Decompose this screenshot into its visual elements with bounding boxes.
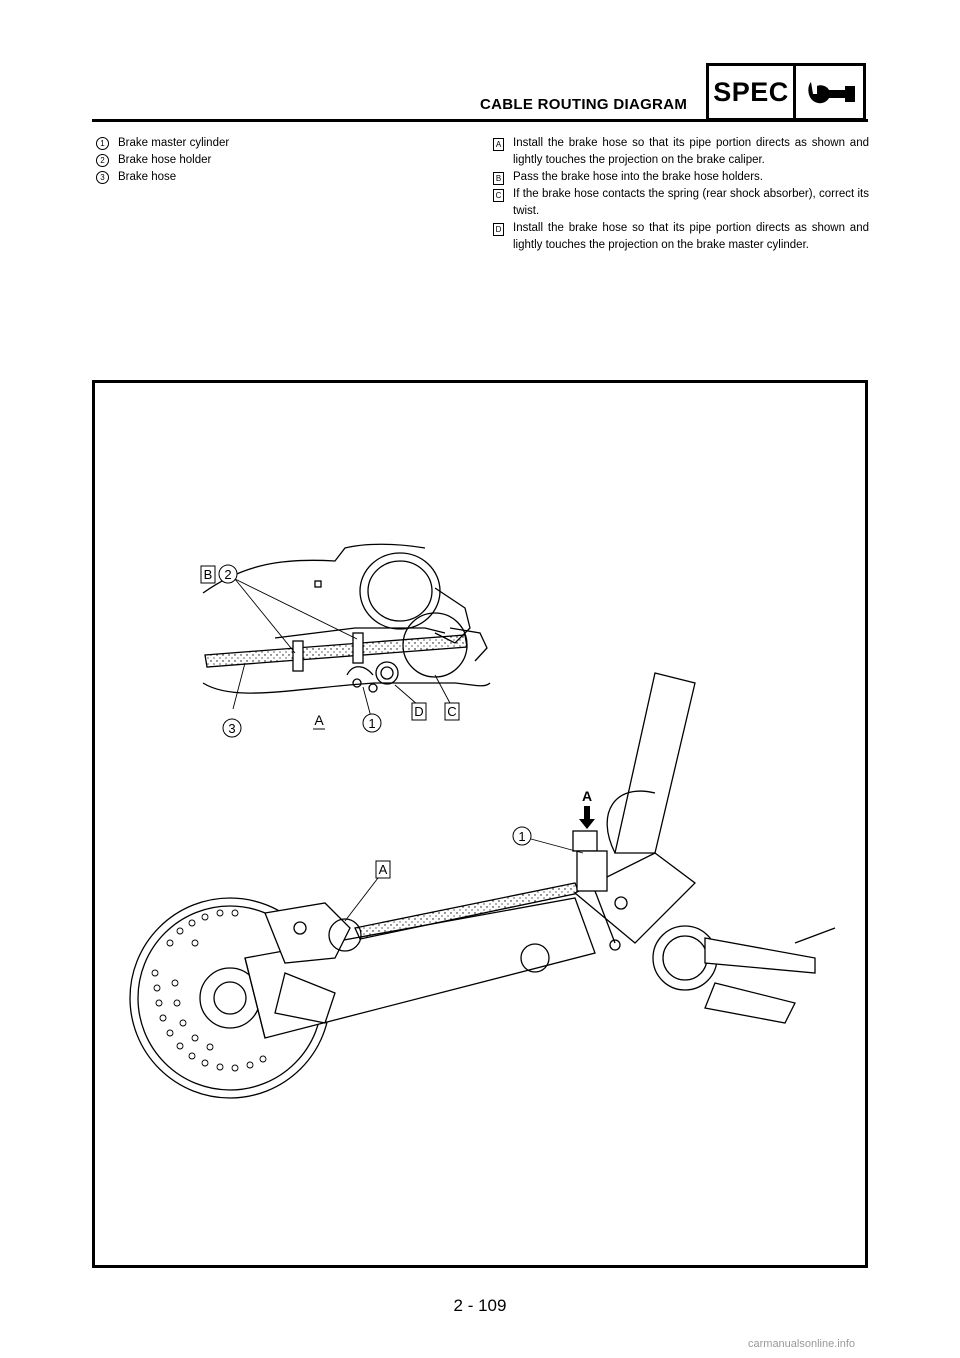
note-item: D Install the brake hose so that its pip… <box>493 220 869 254</box>
callout-b-box: B <box>204 567 213 582</box>
callout-1-main: 1 <box>518 829 525 844</box>
parts-legend: 1 Brake master cylinder 2 Brake hose hol… <box>96 135 229 186</box>
legend-item: 1 Brake master cylinder <box>96 135 229 152</box>
view-arrow-a: A <box>579 788 595 829</box>
header-rule <box>92 119 868 122</box>
routing-figure: B 2 3 A 1 D C <box>92 380 868 1268</box>
callout-3: 3 <box>228 721 235 736</box>
note-text: If the brake hose contacts the spring (r… <box>513 188 869 217</box>
main-leader-lines <box>344 838 584 922</box>
spec-label: SPEC <box>709 66 796 118</box>
main-callouts: 1 A <box>375 826 532 879</box>
legend-item: 2 Brake hose holder <box>96 152 229 169</box>
legend-item: 3 Brake hose <box>96 169 229 186</box>
note-key: D <box>493 223 504 236</box>
installation-notes: A Install the brake hose so that its pip… <box>493 135 869 254</box>
legend-label: Brake hose <box>118 171 177 183</box>
note-text: Pass the brake hose into the brake hose … <box>513 171 763 183</box>
callout-c-box: C <box>447 704 456 719</box>
section-title: CABLE ROUTING DIAGRAM <box>480 96 688 113</box>
page-number: 2 - 109 <box>453 1296 507 1315</box>
brake-hose-routing-illustration: B 2 3 A 1 D C <box>129 543 836 1099</box>
detail-callouts: B 2 3 A 1 D C <box>200 564 460 738</box>
note-item: C If the brake hose contacts the spring … <box>493 186 869 220</box>
note-key: A <box>493 138 504 151</box>
callout-a-box: A <box>379 862 388 877</box>
view-a-label: A <box>314 712 324 728</box>
note-key: B <box>493 172 504 185</box>
callout-2: 2 <box>224 567 231 582</box>
callout-number: 2 <box>96 154 109 167</box>
main-view <box>129 672 836 1099</box>
note-key: C <box>493 189 504 202</box>
legend-label: Brake hose holder <box>118 154 212 166</box>
spec-box: SPEC <box>706 63 866 121</box>
callout-1-detail: 1 <box>368 716 375 731</box>
note-text: Install the brake hose so that its pipe … <box>513 137 869 166</box>
wrench-icon <box>808 82 855 104</box>
legend-label: Brake master cylinder <box>118 137 230 149</box>
disc-holes <box>151 909 267 1072</box>
callout-number: 1 <box>96 137 109 150</box>
callout-d-box: D <box>414 704 423 719</box>
detail-view <box>202 543 491 694</box>
note-text: Install the brake hose so that its pipe … <box>513 222 869 251</box>
arrow-a-label: A <box>582 788 592 804</box>
note-item: B Pass the brake hose into the brake hos… <box>493 169 869 186</box>
note-item: A Install the brake hose so that its pip… <box>493 135 869 169</box>
watermark: carmanualsonline.info <box>748 1338 856 1350</box>
callout-number: 3 <box>96 171 109 184</box>
detail-leader-lines <box>232 578 452 718</box>
